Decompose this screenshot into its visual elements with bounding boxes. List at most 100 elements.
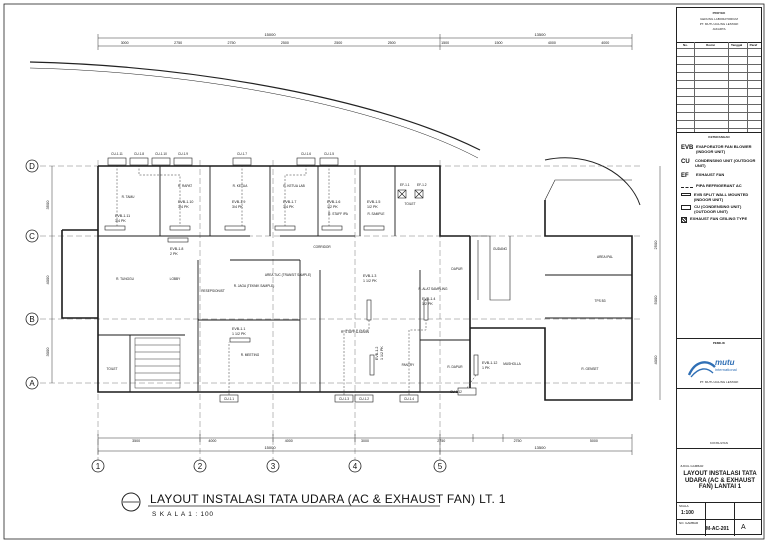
legend-item: PIPA REFRIGERANT AC: [681, 183, 761, 189]
drawing-title-header: JUDUL GAMBAR: [680, 464, 704, 468]
evb-tag: EVB-1.2: [375, 347, 379, 360]
legend-item: EXHAUST FAN CEILING TYPE: [681, 216, 761, 223]
revision-header: No. Revisi Tanggal Paraf: [677, 43, 761, 47]
grid-row-c: C: [29, 232, 35, 241]
evb-cap: 1 1/2 PK: [363, 279, 377, 283]
bottom-dimensions: [97, 434, 633, 455]
evb-cap: 1/2 PK: [367, 205, 378, 209]
room-label: R. MEETING: [241, 353, 260, 357]
evb-cap: 1/2 PK: [327, 205, 338, 209]
project-line: GEDUNG LABORATORIUM: [700, 17, 738, 21]
dim-left-3: 3000: [45, 347, 50, 357]
rev-col: Tanggal: [730, 43, 743, 47]
room-labels: R. TAMU R. RAPAT R. KETUA R. KETUA LAB R…: [106, 184, 613, 371]
dim-right-1: 2500: [653, 240, 658, 250]
canopy-curve: [544, 157, 641, 206]
evb-cap: 3/4 PK: [115, 219, 126, 223]
dim-right-3: 4000: [653, 355, 658, 365]
room-label: R. JAGA (TEKNIK SAMPLE): [234, 284, 275, 288]
grid-col-1: 1: [96, 462, 101, 471]
cu-label: CU-1.10: [155, 152, 167, 156]
grid-col-2: 2: [198, 462, 203, 471]
room-label: R. ALAT SAMPLING: [419, 287, 448, 291]
dim-bottom-segment: 3500: [132, 439, 140, 443]
cu-label: CU-1.6: [301, 152, 311, 156]
dim-top-segment: 2750: [228, 41, 236, 45]
dim-top-total-right: 13500: [534, 32, 546, 37]
drawing-title-block: [121, 492, 440, 512]
cu-label: CU-1.4: [404, 397, 414, 401]
legend-header: KETERANGAN: [708, 135, 730, 139]
dim-top-total-left: 15000: [264, 32, 276, 37]
owner-name: PT. MUTU AGUNG LESTARI: [699, 380, 739, 384]
company-logo: mutu international: [685, 353, 755, 381]
revision-divider: [677, 42, 761, 43]
legend-item: CU (CONDENSING UNIT) (OUTDOOR UNIT): [681, 204, 761, 214]
cu-bottom-units: [219, 387, 477, 403]
evb-tag: EVB-1.3: [363, 274, 376, 278]
evb-cap: 1 1/2 PK: [380, 346, 384, 360]
room-label: AREA IPAL: [597, 255, 613, 259]
ef-label: EF-1.2: [417, 183, 427, 187]
cu-label: CU-1.7: [237, 152, 247, 156]
building-walls: [61, 165, 633, 401]
room-label: AREA TUC (TRANSIT SAMPLE): [265, 273, 311, 277]
owner-header: PEMILIK: [712, 341, 726, 345]
plan-title: LAYOUT INSTALASI TATA UDARA (AC & EXHAUS…: [150, 492, 506, 506]
room-label: MUSHOLLA: [503, 362, 521, 366]
exhaust-fans: [397, 189, 424, 199]
refrigerant-pipes: [116, 165, 477, 395]
cu-label: CU-1.1: [224, 397, 234, 401]
evb-cap: 3/4 PK: [232, 205, 243, 209]
dim-bottom-segment: 5000: [590, 439, 598, 443]
room-label: DAPUR: [451, 267, 463, 271]
grid-col-3: 3: [271, 462, 276, 471]
room-label: TOILET: [106, 367, 117, 371]
sheet-label: NO. GAMBAR: [679, 521, 699, 525]
project-header: PROYEK: [712, 11, 726, 15]
staircase: [134, 337, 181, 389]
room-label: PANTRY: [402, 363, 416, 367]
plan-scale: S K A L A 1 : 100: [152, 511, 214, 518]
rev-col: Revisi: [706, 43, 716, 47]
consultant-header: KONSULTAN: [710, 441, 728, 445]
rev-col: Paraf: [749, 43, 758, 47]
dim-top-segment: 1500: [441, 41, 449, 45]
project-line: PT. MUTU AGUNG LESTARI: [699, 22, 739, 26]
cu-label: CU-1.2: [359, 397, 369, 401]
room-label: CORRIDOR: [313, 245, 331, 249]
evb-cap: 1 PK: [482, 366, 490, 370]
logo-mark-icon: [687, 361, 716, 378]
evb-tag: EVB-1.4: [422, 297, 435, 301]
dim-bottom-segment: 2750: [437, 439, 445, 443]
evb-tag: EVB-1.9: [232, 200, 245, 204]
dim-top-segment: 4000: [601, 41, 609, 45]
row-bubbles: [25, 159, 39, 390]
evb-cap: 1 1/2 PK: [232, 332, 246, 336]
ef-label: EF-1.1: [400, 183, 410, 187]
scale-label: SKALA: [679, 504, 689, 508]
evb-tag: EVB-1.8: [170, 247, 183, 251]
room-label: R. KETUA LAB: [283, 184, 304, 188]
verandah: [470, 179, 632, 301]
cu-label: CU-1.9: [178, 152, 188, 156]
side-dimensions: [51, 166, 661, 400]
cu-top-units: [107, 157, 339, 166]
evb-tag: EVB-1.12: [482, 361, 497, 365]
room-label: RESEPSIONIST: [201, 289, 225, 293]
dim-bottom-segment: 4000: [285, 439, 293, 443]
interior-partitions: [98, 166, 632, 392]
cu-top-labels: CU-1.11 CU-1.8 CU-1.10 CU-1.9 CU-1.7 CU-…: [111, 152, 334, 156]
room-label: R. DAPUR: [447, 365, 463, 369]
legend-item: EVB SPLIT WALL MOUNTED (INDOOR UNIT): [681, 192, 761, 202]
dim-bottom-segment: 2750: [514, 439, 522, 443]
logo-text: mutu: [715, 358, 735, 367]
room-label: R. KETUA: [233, 184, 249, 188]
dim-left-1: 3500: [45, 200, 50, 210]
evb-tag: EVB-1.1: [232, 327, 245, 331]
dim-left-2: 4000: [45, 275, 50, 285]
cu-label: CU-1.8: [134, 152, 144, 156]
